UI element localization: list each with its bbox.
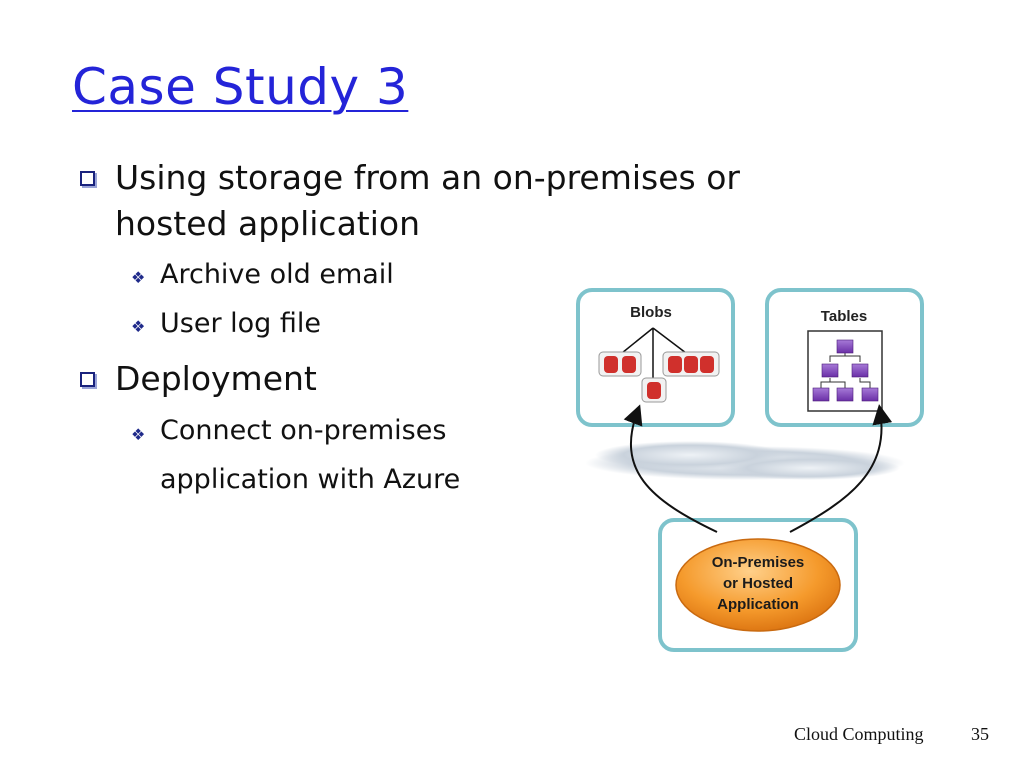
bullet-2-line-1: Deployment <box>115 359 317 398</box>
cloud-shape <box>585 441 905 480</box>
sub-bullet-archive: Archive old email <box>160 259 394 290</box>
tables-box: Tables <box>765 288 924 427</box>
blobs-label: Blobs <box>630 304 672 321</box>
checkbox-bullet-icon <box>80 372 95 387</box>
diamond-bullet-icon: ❖ <box>131 317 146 336</box>
tables-label: Tables <box>821 308 867 325</box>
footer-course: Cloud Computing <box>794 724 924 744</box>
app-label-line-2: or Hosted <box>723 575 793 592</box>
sub-bullet-log: User log file <box>160 308 321 339</box>
diamond-bullet-icon: ❖ <box>131 268 146 287</box>
checkbox-bullet-icon <box>80 171 95 186</box>
blobs-box: Blobs <box>576 288 735 427</box>
app-label-line-1: On-Premises <box>712 554 805 571</box>
diamond-bullet-icon: ❖ <box>131 425 146 444</box>
application-box: On-Premises or Hosted Application <box>658 518 858 652</box>
bullet-1-line-2: hosted application <box>115 204 421 243</box>
slide-title: Case Study 3 <box>72 58 409 116</box>
app-label-line-3: Application <box>717 596 799 613</box>
arrow-to-tables <box>789 404 893 533</box>
arrow-to-blobs <box>623 404 718 533</box>
page-number: 35 <box>971 724 989 744</box>
sub-bullet-connect-1: Connect on-premises <box>160 415 447 446</box>
sub-bullet-connect-2: application with Azure <box>160 464 461 495</box>
bullet-1-line-1: Using storage from an on-premises or <box>115 158 740 197</box>
